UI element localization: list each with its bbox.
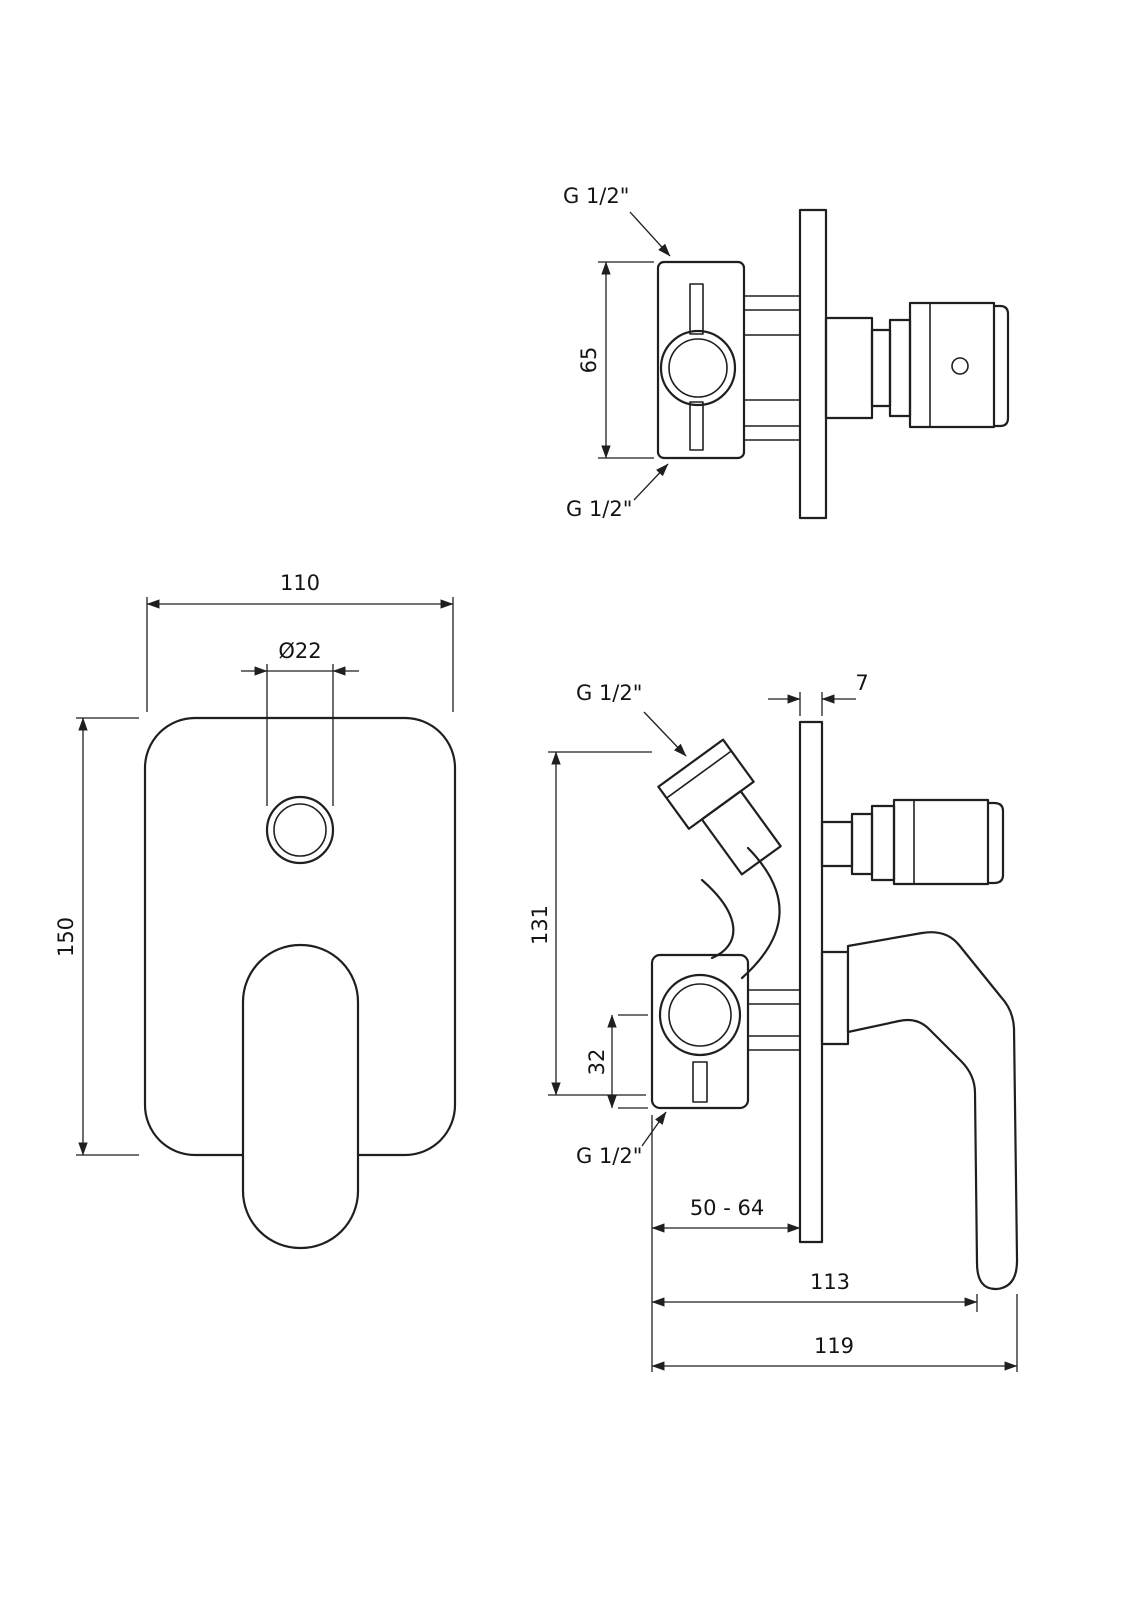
knob-end-cap [986,801,1005,885]
valve-cartridge-inner [668,338,728,398]
dimension-label-150: 150 [54,917,78,957]
leader-port-top: G 1/2" [563,184,671,257]
port-label-top: G 1/2" [576,681,642,705]
knob-indicator-dot [951,357,969,375]
knob-ring [870,804,896,882]
lever-pivot [820,950,850,1046]
leader-line [629,211,671,257]
valve-top-port-slot [689,283,704,335]
leader-port-top: G 1/2" [576,681,687,757]
port-label-top: G 1/2" [563,184,629,208]
dimension-7: 7 [768,671,869,716]
dimension-label-65: 65 [577,347,601,374]
leader-line [633,463,669,501]
valve-bottom-port-slot [689,401,704,451]
dimension-label-7: 7 [855,671,868,695]
valve-body [656,260,746,460]
knob-neck [850,812,874,876]
dimension-label-32: 32 [585,1049,609,1076]
wall-plate-edge [798,720,824,1244]
pipe-curve-outer [740,846,781,980]
dimension-113: 113 [651,1270,978,1312]
side-view: 7 G 1/2" G 1/2" 131 32 [528,671,1019,1372]
dimension-110: 110 [146,571,454,712]
valve-bottom-port-slot [692,1061,708,1103]
knob-base [824,316,874,420]
dimension-150: 150 [54,717,139,1156]
lever-handle [846,931,1019,1291]
leader-line [643,711,687,757]
valve-cartridge-outer [659,329,737,407]
fitting-pipe [700,790,782,876]
dimension-label-110: 110 [280,571,320,595]
knob-ring [888,318,912,418]
dimension-label-o22: Ø22 [278,639,321,663]
knob-end-cap [992,304,1010,428]
fitting-nut-line [665,750,733,799]
knob-base [820,820,854,868]
leader-line [641,1111,667,1147]
valve-cartridge-outer [658,973,742,1057]
upper-side-view: 65 G 1/2" G 1/2" [563,184,1010,521]
dimension-o22: Ø22 [241,639,359,806]
dimension-119: 119 [651,1294,1018,1372]
dimension-65: 65 [577,261,654,459]
leader-port-bottom: G 1/2" [566,463,669,521]
port-label-bottom: G 1/2" [566,497,632,521]
dimension-label-113: 113 [810,1270,850,1294]
top-inlet-fitting [657,738,782,876]
front-view: 110 Ø22 150 [54,571,457,1250]
dimension-32: 32 [585,1014,648,1109]
knob-neck [870,328,892,408]
valve-body [650,953,750,1110]
valve-cartridge-inner [668,983,732,1047]
mixer-lever [241,943,360,1250]
knob-body [892,798,990,886]
diverter-button-inner [273,803,327,857]
dimension-label-131: 131 [528,905,552,945]
dimension-label-119: 119 [814,1334,854,1358]
dimension-131: 131 [528,751,652,1096]
knob-body [908,301,996,429]
dimension-label-50-64: 50 - 64 [690,1196,764,1220]
dimension-50-64: 50 - 64 [651,1196,801,1233]
pipe-curve-inner [700,878,735,960]
diverter-button-outer [265,795,335,865]
wall-plate-edge [798,208,828,520]
leader-port-bottom: G 1/2" [576,1111,667,1168]
port-label-bottom: G 1/2" [576,1144,642,1168]
